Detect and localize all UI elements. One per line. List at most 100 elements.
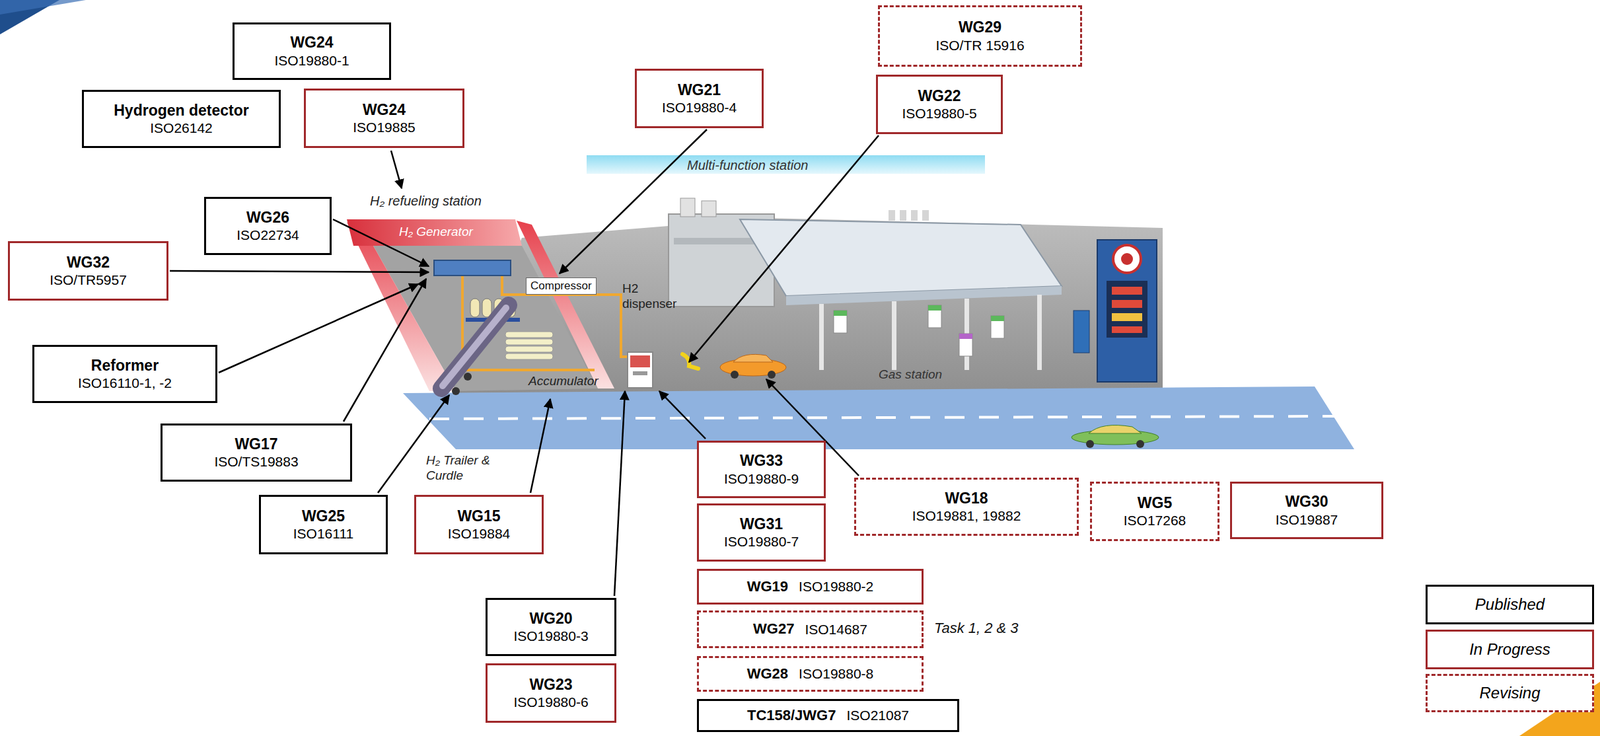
legend-text: Published <box>1475 595 1545 615</box>
fuel-cell-car <box>730 370 739 379</box>
standard-box: WG5ISO17268 <box>1090 481 1220 542</box>
standard-number: ISO19881, 19882 <box>912 507 1022 524</box>
price-sign <box>1111 286 1143 295</box>
legend-text: In Progress <box>1469 640 1551 660</box>
standard-number: ISO19885 <box>352 118 416 136</box>
group-name: WG24 <box>362 101 406 120</box>
leader-line <box>343 278 427 422</box>
standard-box: WG17ISO/TS19883 <box>160 423 353 482</box>
hydrogen-trailer <box>463 372 472 381</box>
hydrogen-station-housing <box>516 220 615 389</box>
hydrogen-dispenser <box>632 371 648 376</box>
part-label: H₂ Generator <box>399 224 473 240</box>
gas-station-building <box>922 210 929 221</box>
standard-number: ISO19884 <box>447 525 511 542</box>
storage-tanks <box>470 298 480 318</box>
hydrogen-piping <box>502 276 628 357</box>
leader-line <box>391 150 402 189</box>
hydrogen-station-housing <box>346 219 522 246</box>
legend-item: In Progress <box>1425 629 1595 670</box>
standard-box: WG21ISO19880-4 <box>634 68 764 129</box>
accumulator <box>505 346 553 353</box>
standard-box: WG18ISO19881, 19882 <box>854 477 1079 536</box>
road <box>429 416 1335 419</box>
gas-station-building <box>888 210 896 221</box>
gas-station-building <box>899 210 907 221</box>
group-name: Reformer <box>91 356 159 376</box>
part-label: Multi-function station <box>687 157 808 174</box>
group-name: WG26 <box>246 208 290 228</box>
fuel-pump <box>928 305 942 311</box>
standard-box: WG20ISO19880-3 <box>485 597 617 656</box>
standard-number: ISO19880-9 <box>724 470 799 487</box>
standard-number: ISO19887 <box>1275 511 1339 528</box>
part-label: Accumulator <box>528 373 599 390</box>
accumulator <box>505 331 553 338</box>
fuel-pump <box>959 333 973 357</box>
standard-number: ISO17268 <box>1123 511 1187 529</box>
standard-number: ISO/TR 15916 <box>935 36 1024 54</box>
hydrogen-dispenser <box>627 352 699 388</box>
standard-box: WG33ISO19880-9 <box>696 440 826 499</box>
standard-number: ISO16111 <box>293 525 354 542</box>
standard-box: WG32ISO/TR5957 <box>7 241 169 301</box>
standard-number: ISO14687 <box>804 620 868 638</box>
fuel-pump <box>928 305 942 328</box>
group-name: WG31 <box>739 515 783 534</box>
standard-box: Hydrogen detectorISO26142 <box>81 89 281 148</box>
group-name: WG30 <box>1284 492 1328 512</box>
group-name: WG25 <box>301 507 345 526</box>
multi-function-band <box>586 155 985 174</box>
hydrogen-trailer <box>442 307 507 386</box>
group-name: TC158/JWG7 <box>747 706 837 725</box>
gas-station-building <box>786 286 1062 306</box>
leader-line <box>559 129 707 274</box>
standard-number: ISO19880-2 <box>798 578 874 595</box>
gas-station-building <box>819 303 824 370</box>
group-name: WG15 <box>457 507 501 526</box>
standard-box: WG26ISO22734 <box>204 196 332 255</box>
price-sign <box>1073 239 1157 382</box>
hydrogen-station-housing <box>346 221 456 392</box>
leader-line <box>218 284 419 373</box>
part-label: H₂ Trailer & Curdle <box>426 453 509 484</box>
part-label: Gas station <box>878 367 943 383</box>
standard-box: WG28ISO19880-8 <box>696 655 924 692</box>
leader-line <box>169 270 429 273</box>
hydrogen-dispenser <box>627 352 653 388</box>
leader-line <box>614 391 625 596</box>
accumulator <box>505 331 553 360</box>
group-name: WG24 <box>290 33 333 53</box>
standard-box: WG22ISO19880-5 <box>875 74 1003 135</box>
gas-station-building <box>668 198 1062 370</box>
group-name: WG29 <box>958 18 1002 37</box>
group-name: WG32 <box>66 253 110 273</box>
leader-line <box>659 391 706 439</box>
road-car <box>1071 425 1159 448</box>
accumulator <box>505 353 553 360</box>
hydrogen-trailer <box>441 305 509 396</box>
standard-box: WG27ISO14687 <box>696 610 924 649</box>
price-sign <box>1111 326 1143 333</box>
fuel-pump <box>833 310 847 316</box>
group-name: WG17 <box>234 435 278 454</box>
part-label: H2 dispenser <box>622 281 689 312</box>
part-label: Task 1, 2 & 3 <box>934 619 1019 637</box>
standard-number: ISO16110-1, -2 <box>77 374 172 392</box>
group-name: WG22 <box>917 87 961 106</box>
price-sign <box>1106 280 1148 338</box>
standard-box: WG19ISO19880-2 <box>696 568 924 605</box>
price-sign <box>1121 253 1133 265</box>
hydrogen-trailer <box>451 387 460 396</box>
fuel-pump <box>990 315 1005 322</box>
part-label: Compressor <box>525 277 597 295</box>
gas-station-building <box>910 210 918 221</box>
price-sign <box>1097 239 1157 382</box>
price-sign <box>1073 310 1090 353</box>
group-name: WG18 <box>944 489 988 509</box>
standard-number: ISO19880-5 <box>901 105 977 122</box>
fuel-pump <box>990 315 1005 339</box>
storage-tanks <box>482 298 492 318</box>
